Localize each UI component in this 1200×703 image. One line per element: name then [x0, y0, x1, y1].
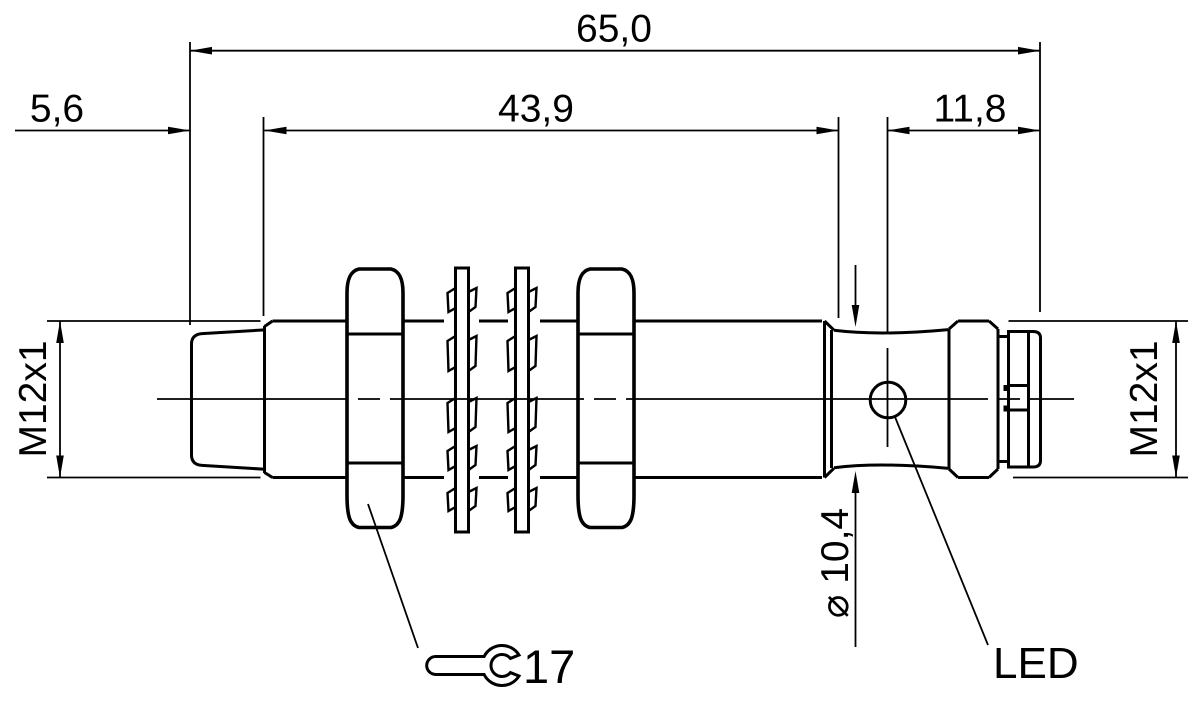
wrench-size-callout: 17 — [367, 503, 575, 693]
head-length-value: 5,6 — [30, 88, 84, 131]
dimension-overall-length: 65,0 — [189, 8, 1041, 325]
front-thread-size: M12x1 — [12, 340, 55, 457]
sensor-body — [190, 266, 1042, 534]
hex-nut-front — [345, 267, 405, 530]
led-label: LED — [993, 639, 1079, 688]
dimension-head-length: 5,6 — [15, 88, 190, 135]
thread-spec-front: M12x1 — [12, 320, 261, 479]
thread-spec-rear: M12x1 — [1008, 320, 1188, 479]
tooth-lock-washer-2 — [506, 266, 538, 534]
dimension-thread-length: 43,9 — [262, 88, 840, 318]
led-leader-line — [894, 416, 989, 646]
tooth-lock-washer-1 — [446, 266, 478, 534]
thread-length-value: 43,9 — [498, 88, 574, 131]
hex-nut-rear — [576, 267, 636, 530]
dimension-rear-length: 11,8 — [886, 88, 1040, 447]
rear-length-value: 11,8 — [933, 88, 1006, 131]
led-indicator-hole — [868, 380, 908, 420]
wrench-size-value: 17 — [523, 640, 575, 693]
connector-end — [1003, 330, 1042, 469]
sensing-face-cap — [190, 319, 274, 479]
led-callout: LED — [894, 416, 1079, 688]
neck-diameter-value: ⌀ 10,4 — [814, 508, 857, 618]
threaded-barrel — [272, 319, 836, 479]
dimension-neck-diameter: ⌀ 10,4 — [814, 265, 860, 647]
rear-thread-size: M12x1 — [1123, 340, 1166, 457]
connector-ridge — [947, 319, 1009, 479]
connector-neck — [833, 328, 949, 470]
overall-length-value: 65,0 — [576, 8, 652, 51]
wrench-icon — [425, 644, 522, 687]
nut-leader-line — [367, 503, 419, 649]
